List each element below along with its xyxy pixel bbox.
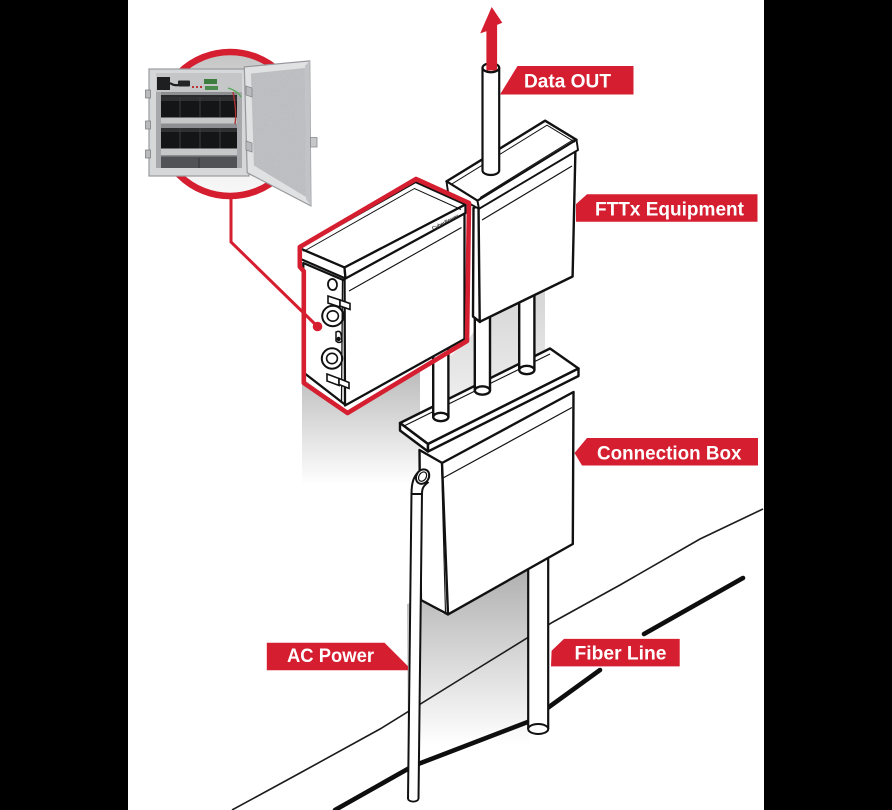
svg-text:Fiber Line: Fiber Line [575,644,667,665]
svg-text:Connection Box: Connection Box [597,444,742,465]
svg-text:AC Power: AC Power [287,646,375,667]
svg-text:FTTx Equipment: FTTx Equipment [595,200,745,221]
svg-text:Data OUT: Data OUT [524,71,611,92]
